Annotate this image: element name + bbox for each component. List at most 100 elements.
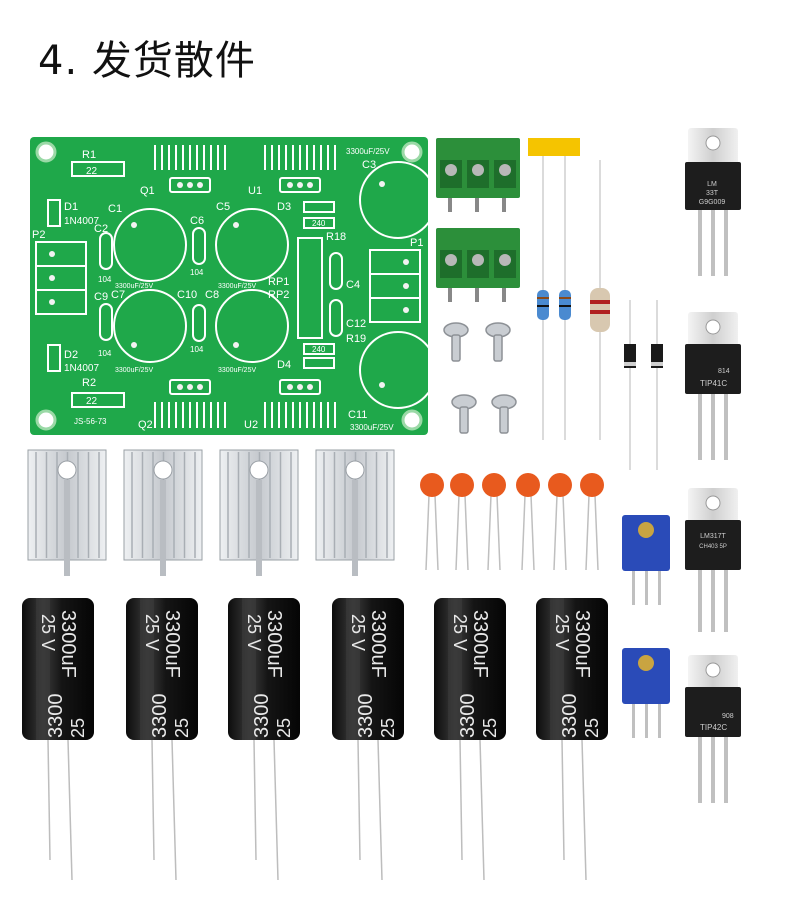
power-resistor bbox=[590, 160, 610, 440]
capacitor-code: 3300 bbox=[251, 694, 273, 739]
capacitor-code: 3300 bbox=[149, 694, 171, 739]
silk-c7: C7 bbox=[111, 289, 125, 301]
silk-u1: U1 bbox=[248, 185, 262, 197]
diodes bbox=[624, 300, 663, 470]
capacitor-code: 3300 bbox=[355, 694, 377, 739]
silk-240-b: 240 bbox=[312, 345, 326, 354]
silk-r18: R18 bbox=[326, 231, 346, 243]
silk-c12: C12 bbox=[346, 318, 366, 330]
transistor-4-line1: 908 bbox=[722, 713, 734, 720]
silk-d1-part: 1N4007 bbox=[64, 216, 99, 227]
capacitor-voltage: 25 V bbox=[244, 614, 264, 651]
silk-u2: U2 bbox=[244, 419, 258, 431]
silk-c5: C5 bbox=[216, 201, 230, 213]
silk-board-id: JS-56-73 bbox=[74, 417, 107, 426]
silk-rp2: RP2 bbox=[268, 289, 289, 301]
silk-c4: C4 bbox=[346, 279, 360, 291]
silk-rating-c8: 3300uF/25V bbox=[218, 367, 256, 374]
silk-c11: C11 bbox=[348, 409, 367, 421]
silk-r2: R2 bbox=[82, 377, 96, 389]
silk-240-a: 240 bbox=[312, 219, 326, 228]
silk-c11-rating: 3300uF/25V bbox=[350, 423, 394, 432]
pcb-board: R1 22 D1 1N4007 P2 C2 C9 C1 C7 C10 C8 C6… bbox=[30, 137, 437, 435]
silk-104-d: 104 bbox=[190, 345, 204, 354]
silk-c1: C1 bbox=[108, 203, 122, 215]
capacitor-code: 3300 bbox=[45, 694, 67, 739]
capacitor-voltage: 25 V bbox=[348, 614, 368, 651]
silk-d1: D1 bbox=[64, 201, 78, 213]
ceramic-capacitor bbox=[482, 473, 506, 571]
transistor-tip41c: 814 TIP41C bbox=[685, 312, 741, 460]
capacitor-label: 3300uF bbox=[571, 610, 593, 678]
capacitor-label: 3300uF bbox=[263, 610, 285, 678]
transistor-2-line2: TIP41C bbox=[700, 379, 727, 388]
silk-d3: D3 bbox=[277, 201, 291, 213]
silk-r1-value: 22 bbox=[86, 166, 98, 177]
silk-p1: P1 bbox=[410, 237, 423, 249]
silk-rating-c5: 3300uF/25V bbox=[218, 283, 256, 290]
silk-c2: C2 bbox=[94, 223, 108, 235]
silk-c8: C8 bbox=[205, 289, 219, 301]
silk-q2: Q2 bbox=[138, 419, 153, 431]
silk-rating-c1: 3300uF/25V bbox=[115, 283, 153, 290]
capacitor-bottom: 25 bbox=[68, 718, 88, 738]
ceramic-capacitor bbox=[420, 473, 444, 571]
capacitor-label: 3300uF bbox=[57, 610, 79, 678]
silk-d2: D2 bbox=[64, 349, 78, 361]
transistor-lm317t: LM317T CH403 5P bbox=[685, 488, 741, 632]
heatsink bbox=[219, 449, 299, 576]
capacitor-voltage: 25 V bbox=[142, 614, 162, 651]
capacitor-voltage: 25 V bbox=[552, 614, 572, 651]
capacitor-voltage: 25 V bbox=[450, 614, 470, 651]
silk-rp1: RP1 bbox=[268, 276, 289, 288]
transistor-4-line2: TIP42C bbox=[700, 723, 727, 732]
capacitor-label: 3300uF bbox=[161, 610, 183, 678]
silk-104-b: 104 bbox=[98, 349, 112, 358]
transistor-tip42c: 908 TIP42C bbox=[685, 655, 741, 803]
silk-p2: P2 bbox=[32, 229, 45, 241]
silk-c3: C3 bbox=[362, 159, 376, 171]
transistor-2-line1: 814 bbox=[718, 368, 730, 375]
heatsink bbox=[27, 449, 107, 576]
capacitor-bottom: 25 bbox=[274, 718, 294, 738]
silk-q1: Q1 bbox=[140, 185, 155, 197]
capacitor-bottom: 25 bbox=[582, 718, 602, 738]
silk-104-a: 104 bbox=[98, 275, 112, 284]
silk-c9: C9 bbox=[94, 291, 108, 303]
silk-r1: R1 bbox=[82, 149, 96, 161]
capacitor-code: 3300 bbox=[457, 694, 479, 739]
transistor-1-line2: G9G009 bbox=[699, 199, 726, 206]
ceramic-capacitor bbox=[580, 473, 604, 571]
terminal-block-bottom bbox=[436, 228, 520, 302]
capacitor-label: 3300uF bbox=[469, 610, 491, 678]
capacitor-voltage: 25 V bbox=[38, 614, 58, 651]
silk-d4: D4 bbox=[277, 359, 291, 371]
transistor-1-brand: LM bbox=[707, 181, 717, 188]
capacitor-label: 3300uF bbox=[367, 610, 389, 678]
ceramic-capacitors bbox=[420, 473, 604, 571]
resistor-strip bbox=[528, 138, 580, 440]
capacitor-code: 3300 bbox=[559, 694, 581, 739]
heatsink bbox=[123, 449, 203, 576]
page-title: 4. 发货散件 bbox=[38, 38, 256, 84]
silk-d2-part: 1N4007 bbox=[64, 363, 99, 374]
heatsinks bbox=[27, 449, 395, 576]
trimmer-pot-1 bbox=[622, 515, 670, 605]
transistor-lm-regulator: LM 33T G9G009 bbox=[685, 128, 741, 276]
silk-rating-c7: 3300uF/25V bbox=[115, 367, 153, 374]
ceramic-capacitor bbox=[548, 473, 572, 571]
silk-r2-value: 22 bbox=[86, 396, 98, 407]
silk-c10: C10 bbox=[177, 289, 197, 301]
capacitor-bottom: 25 bbox=[480, 718, 500, 738]
transistor-3-line1: LM317T bbox=[700, 533, 726, 540]
trimmer-pot-2 bbox=[622, 648, 670, 738]
transistor-3-line2: CH403 5P bbox=[699, 544, 727, 550]
capacitor-bottom: 25 bbox=[378, 718, 398, 738]
